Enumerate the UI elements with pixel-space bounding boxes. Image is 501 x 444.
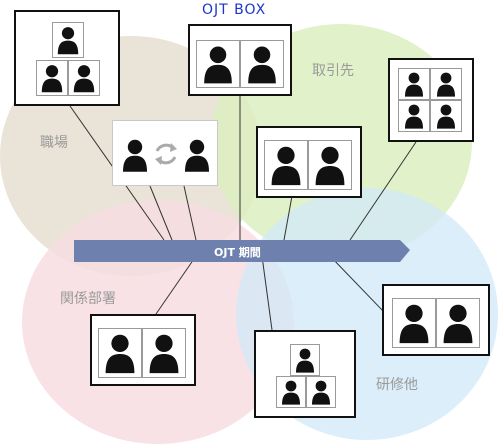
person-icon — [119, 129, 151, 181]
zone-label-training-other: 研修他 — [376, 377, 418, 393]
exchange-arrows-icon — [151, 139, 181, 169]
person-icon — [430, 100, 462, 132]
person-icon — [196, 40, 240, 88]
card-workplace-hierarchy — [14, 10, 120, 106]
person-icon — [98, 328, 142, 378]
card-clients-grid — [388, 58, 474, 142]
person-icon — [430, 68, 462, 100]
person-icon — [392, 298, 436, 348]
zone-label-workplace: 職場 — [40, 135, 68, 151]
person-icon — [68, 60, 100, 96]
person-icon — [276, 376, 306, 408]
card-ojt-box-pair — [188, 24, 292, 96]
person-icon — [436, 298, 480, 348]
person-icon — [308, 140, 352, 190]
card-related-pair — [90, 314, 196, 386]
person-icon — [240, 40, 284, 88]
card-workplace-exchange — [112, 120, 218, 186]
person-icon — [306, 376, 336, 408]
person-icon — [36, 60, 68, 96]
person-icon — [398, 68, 430, 100]
person-icon — [52, 22, 84, 58]
person-icon — [181, 129, 213, 181]
person-icon — [264, 140, 308, 190]
zone-label-clients: 取引先 — [312, 63, 354, 79]
card-training-pair — [382, 284, 490, 356]
diagram-title: OJT BOX — [202, 2, 267, 18]
card-clients-pair — [256, 126, 362, 198]
person-icon — [398, 100, 430, 132]
timeline-label: OJT 期間 — [214, 246, 261, 259]
zone-label-related-departments: 関係部署 — [60, 291, 116, 307]
person-icon — [290, 344, 320, 376]
card-training-hierarchy — [254, 330, 356, 418]
person-icon — [142, 328, 186, 378]
